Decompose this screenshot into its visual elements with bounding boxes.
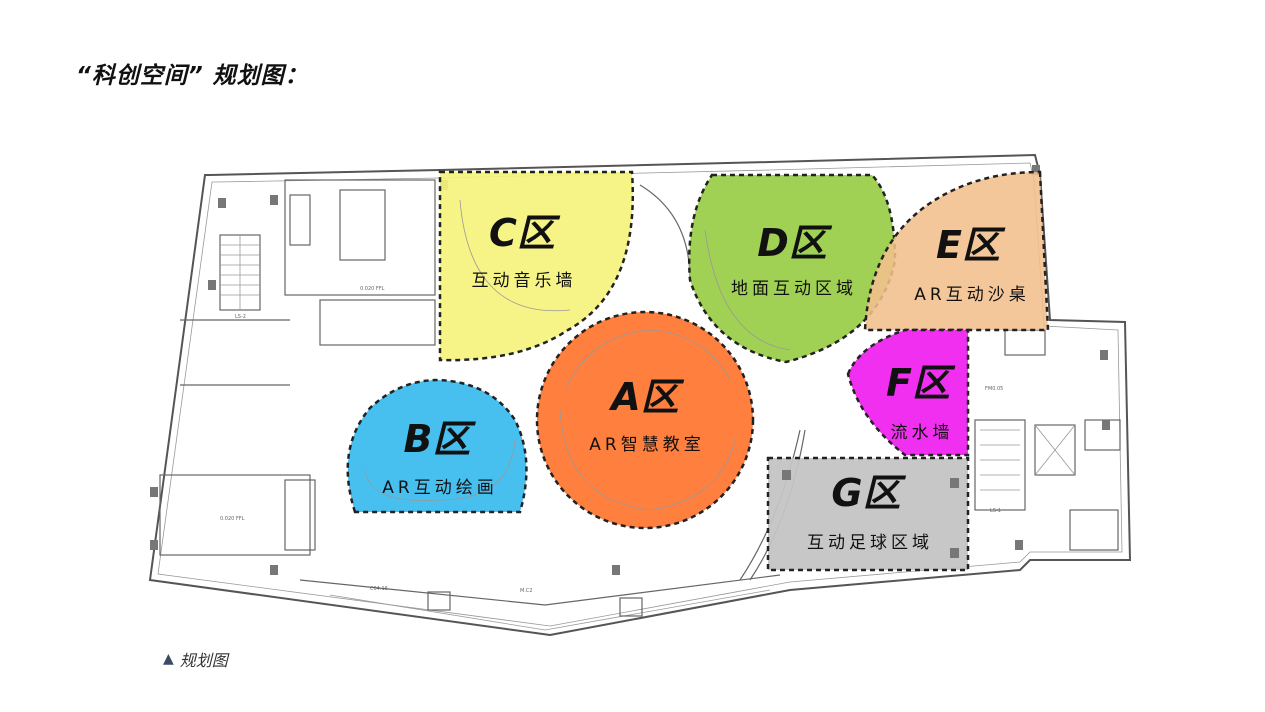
zone-e-title: E区 [936,223,1006,267]
triangle-icon: ▲ [163,651,174,667]
zone-a-area [535,310,755,530]
zone-f-area [846,328,970,457]
zone-d-area [687,173,897,364]
svg-text:0.020 FFL: 0.020 FFL [220,516,245,522]
zone-b-label: AR互动绘画 [382,478,497,498]
zone-c[interactable]: C区 互动音乐墙 [438,170,634,362]
caption-text: 规划图 [179,651,228,670]
zone-f-title: F区 [886,361,956,405]
zone-g[interactable]: G区 互动足球区域 [766,456,970,572]
building-outline: LS-2 LS-1 0.020 FFL FM0.05 0.020 FFL C04… [148,153,1132,637]
figure-caption: ▲ 规划图 [163,647,228,671]
zone-f[interactable]: F区 流水墙 [846,328,970,457]
zone-f-label: 流水墙 [891,423,954,443]
zone-a[interactable]: A区 AR智慧教室 [535,310,755,530]
zone-d[interactable]: D区 地面互动区域 [687,173,897,364]
svg-text:C04.16: C04.16 [370,586,388,592]
zone-g-title: G区 [831,471,906,515]
zone-e-area [863,170,1050,332]
zone-c-area [438,170,634,362]
zone-a-title: A区 [608,375,684,419]
zone-e-label: AR互动沙桌 [914,285,1029,305]
svg-text:FM0.05: FM0.05 [985,386,1003,392]
svg-text:LS-1: LS-1 [990,508,1001,514]
svg-text:M.C2: M.C2 [520,588,533,594]
zone-a-label: AR智慧教室 [589,435,704,455]
svg-text:0.020 FFL: 0.020 FFL [360,286,385,292]
zone-e[interactable]: E区 AR互动沙桌 [863,170,1050,332]
svg-text:LS-2: LS-2 [235,314,246,320]
zone-b-title: B区 [404,417,477,461]
page-title: “科创空间” 规划图： [76,63,309,89]
zone-c-title: C区 [489,211,561,255]
zone-d-title: D区 [757,221,833,265]
zone-g-area [766,456,970,572]
zone-b[interactable]: B区 AR互动绘画 [346,378,528,514]
zone-g-label: 互动足球区域 [807,533,933,553]
zone-d-label: 地面互动区域 [731,279,857,299]
zone-c-label: 互动音乐墙 [472,271,577,291]
zone-b-area [346,378,528,514]
